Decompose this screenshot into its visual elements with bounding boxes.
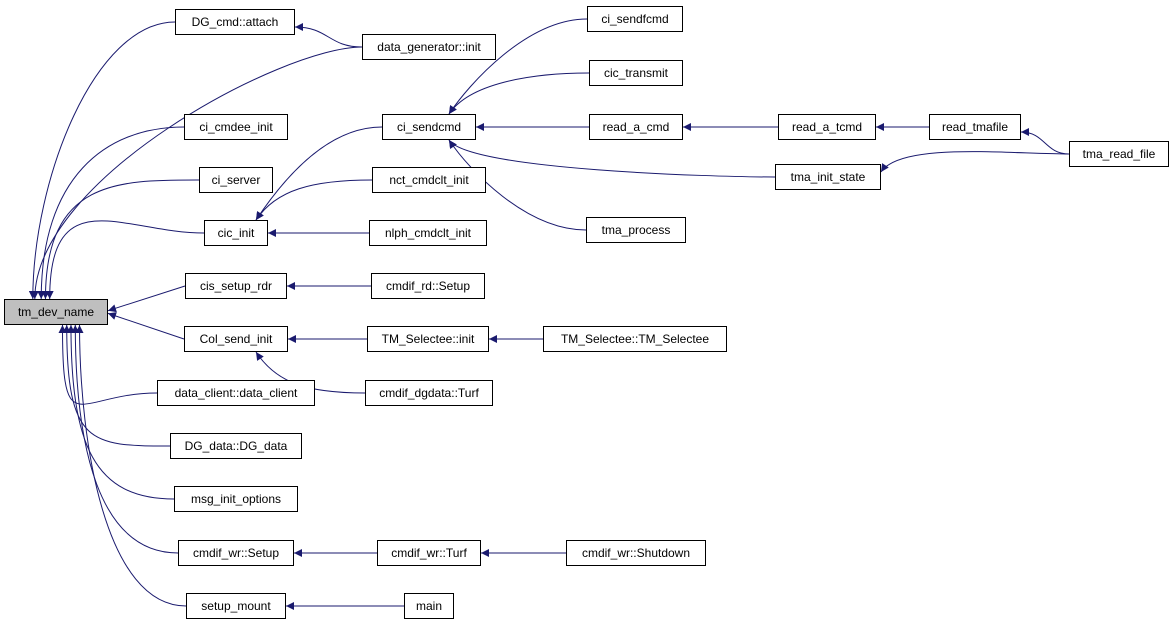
node-read-a-cmd[interactable]: read_a_cmd bbox=[589, 114, 683, 140]
node-data-generator-init[interactable]: data_generator::init bbox=[362, 34, 496, 60]
edge-ci-sendcmd-to-cic-init bbox=[255, 126, 383, 221]
edge-cmdif-wr-setup-to-tm-dev-name bbox=[71, 324, 179, 554]
node-tm-selectee-init[interactable]: TM_Selectee::init bbox=[367, 326, 489, 352]
edge-dg-attach-to-tm-dev-name bbox=[28, 21, 176, 300]
node-read-a-tcmd[interactable]: read_a_tcmd bbox=[778, 114, 876, 140]
edge-datagen-init-to-dg-attach bbox=[294, 23, 363, 48]
node-cmdif-dgdata-turf[interactable]: cmdif_dgdata::Turf bbox=[365, 380, 493, 406]
node-nlph-cmdclt-init[interactable]: nlph_cmdclt_init bbox=[369, 220, 487, 246]
node-cic-init[interactable]: cic_init bbox=[204, 220, 268, 246]
edge-data-client-to-tm-dev-name bbox=[58, 324, 158, 405]
edge-tma-read-file-to-tma-init-state bbox=[880, 151, 1070, 173]
edge-cic-transmit-to-ci-sendcmd bbox=[448, 72, 590, 115]
edge-dg-data-to-tm-dev-name bbox=[62, 324, 171, 447]
node-cis-setup-rdr[interactable]: cis_setup_rdr bbox=[185, 273, 287, 299]
edge-ci-cmdee-init-to-tm-dev-name bbox=[37, 126, 185, 300]
edge-nct-cmdclt-init-to-cic-init bbox=[255, 179, 373, 221]
edge-cic-init-to-tm-dev-name bbox=[45, 220, 205, 300]
edge-setup-mount-to-tm-dev-name bbox=[75, 324, 187, 607]
node-dg-cmd-attach[interactable]: DG_cmd::attach bbox=[175, 9, 295, 35]
node-ci-sendcmd[interactable]: ci_sendcmd bbox=[382, 114, 476, 140]
node-ci-server[interactable]: ci_server bbox=[199, 167, 273, 193]
node-col-send-init[interactable]: Col_send_init bbox=[184, 326, 288, 352]
node-cmdif-wr-shutdown[interactable]: cmdif_wr::Shutdown bbox=[566, 540, 706, 566]
node-tma-read-file[interactable]: tma_read_file bbox=[1069, 141, 1169, 167]
node-ci-sendfcmd[interactable]: ci_sendfcmd bbox=[587, 6, 683, 32]
node-cmdif-rd-setup[interactable]: cmdif_rd::Setup bbox=[371, 273, 485, 299]
node-tm-dev-name[interactable]: tm_dev_name bbox=[4, 299, 108, 325]
node-read-tmafile[interactable]: read_tmafile bbox=[929, 114, 1021, 140]
node-cic-transmit[interactable]: cic_transmit bbox=[589, 60, 683, 86]
node-main[interactable]: main bbox=[404, 593, 454, 619]
edge-tma-read-file-to-read-tmafile bbox=[1020, 128, 1070, 155]
node-tm-selectee-ctor[interactable]: TM_Selectee::TM_Selectee bbox=[543, 326, 727, 352]
edge-tma-process-to-ci-sendcmd bbox=[448, 139, 587, 231]
edge-cis-setup-rdr-to-tm-dev-name bbox=[107, 285, 186, 313]
edge-col-send-init-to-tm-dev-name bbox=[107, 312, 185, 340]
node-dg-data-ctor[interactable]: DG_data::DG_data bbox=[170, 433, 302, 459]
node-data-client-ctor[interactable]: data_client::data_client bbox=[157, 380, 315, 406]
edge-msg-init-options-to-tm-dev-name bbox=[66, 324, 175, 500]
edge-ci-server-to-tm-dev-name bbox=[41, 179, 200, 300]
node-nct-cmdclt-init[interactable]: nct_cmdclt_init bbox=[372, 167, 486, 193]
node-tma-init-state[interactable]: tma_init_state bbox=[775, 164, 881, 190]
edge-ci-sendfcmd-to-ci-sendcmd bbox=[448, 18, 588, 115]
node-cmdif-wr-turf[interactable]: cmdif_wr::Turf bbox=[377, 540, 481, 566]
node-msg-init-options[interactable]: msg_init_options bbox=[174, 486, 298, 512]
node-ci-cmdee-init[interactable]: ci_cmdee_init bbox=[184, 114, 288, 140]
edge-tma-init-state-to-ci-sendcmd bbox=[448, 139, 776, 178]
node-tma-process[interactable]: tma_process bbox=[586, 217, 686, 243]
node-setup-mount[interactable]: setup_mount bbox=[186, 593, 286, 619]
node-cmdif-wr-setup[interactable]: cmdif_wr::Setup bbox=[178, 540, 294, 566]
